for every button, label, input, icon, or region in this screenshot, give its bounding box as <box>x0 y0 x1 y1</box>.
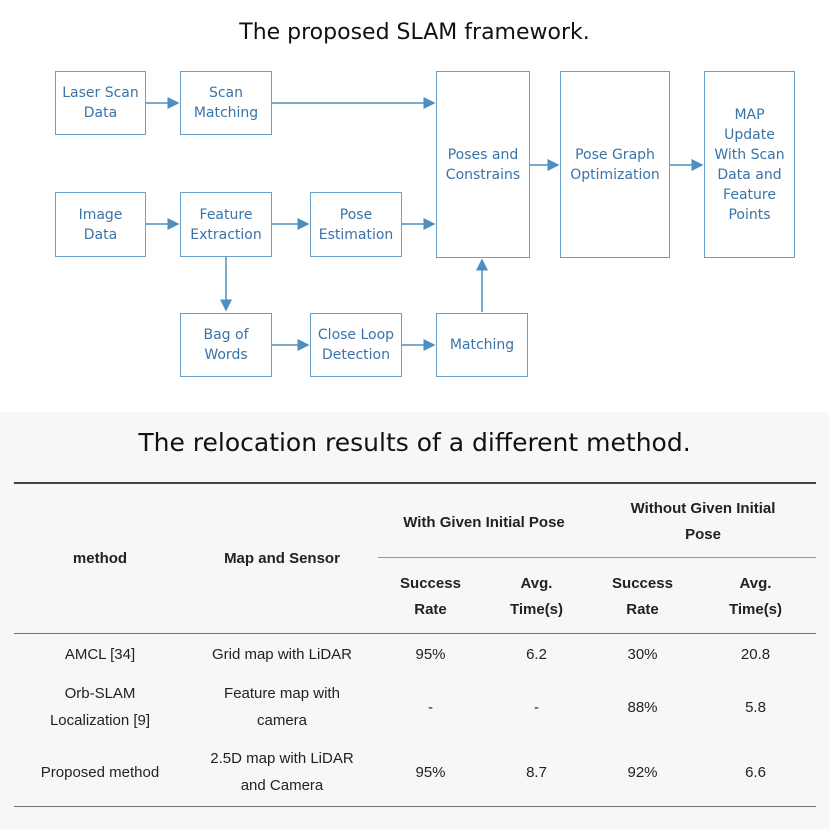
header-without-given-pose: Without Given Initial Pose <box>630 500 776 543</box>
cell-with-time: - <box>534 698 539 716</box>
node-poses-and-constrains: Poses and Constrains <box>436 71 530 258</box>
relocation-results-section: The relocation results of a different me… <box>0 412 829 829</box>
results-table: method Map and Sensor With Given Initial… <box>14 484 816 805</box>
table-subheader-rule-without <box>590 557 816 558</box>
header-with-given-pose: With Given Initial Pose <box>403 513 565 531</box>
cell-without-success: 88% <box>627 698 658 716</box>
cell-without-success: 30% <box>627 645 658 663</box>
cell-map-sensor: 2.5D map with LiDAR and Camera <box>210 750 354 794</box>
table-row: Orb-SLAM Localization [9] Feature map wi… <box>14 675 816 739</box>
cell-method: Proposed method <box>40 763 160 781</box>
header-map-sensor: Map and Sensor <box>224 550 340 567</box>
node-pose-estimation: Pose Estimation <box>310 192 402 257</box>
node-map-update: MAP Update With Scan Data and Feature Po… <box>704 71 795 258</box>
cell-map-sensor: Grid map with LiDAR <box>211 645 353 663</box>
node-close-loop-detection: Close Loop Detection <box>310 313 402 377</box>
cell-without-time: 5.8 <box>745 698 766 716</box>
cell-without-time: 20.8 <box>740 645 771 663</box>
node-bag-of-words: Bag of Words <box>180 313 272 377</box>
table-top-rule <box>14 482 816 484</box>
node-image-data: Image Data <box>55 192 146 257</box>
table-bottom-rule <box>14 806 816 807</box>
table-header-rule <box>14 633 816 634</box>
node-scan-matching: Scan Matching <box>180 71 272 135</box>
node-pose-graph-optimization: Pose Graph Optimization <box>560 71 670 258</box>
table-title: The relocation results of a different me… <box>138 428 691 457</box>
cell-map-sensor: Feature map with camera <box>224 685 340 729</box>
diagram-connectors <box>146 97 704 351</box>
header-success-rate-with: Success Rate <box>400 574 461 618</box>
node-laser-scan-data: Laser Scan Data <box>55 71 146 135</box>
node-feature-extraction: Feature Extraction <box>180 192 272 257</box>
table-row: Proposed method 2.5D map with LiDAR and … <box>14 739 816 805</box>
cell-method: AMCL [34] <box>64 645 136 663</box>
diagram-title: The proposed SLAM framework. <box>239 20 590 45</box>
cell-without-time: 6.6 <box>745 763 766 781</box>
table-row: AMCL [34] Grid map with LiDAR 95% 6.2 30… <box>14 633 816 675</box>
node-matching: Matching <box>436 313 528 377</box>
cell-method: Orb-SLAM Localization [9] <box>49 685 151 729</box>
slam-framework-diagram: The proposed SLAM framework. Laser Scan … <box>0 0 829 410</box>
cell-without-success: 92% <box>627 763 658 781</box>
cell-with-success: 95% <box>415 763 446 781</box>
header-avg-time-without: Avg. Time(s) <box>728 574 783 618</box>
header-success-rate-without: Success Rate <box>612 574 673 618</box>
header-method: method <box>72 550 128 567</box>
table-subheader-rule-with <box>378 557 590 558</box>
header-avg-time-with: Avg. Time(s) <box>509 574 564 618</box>
cell-with-success: - <box>428 698 433 716</box>
cell-with-time: 6.2 <box>526 645 547 663</box>
cell-with-success: 95% <box>415 645 446 663</box>
cell-with-time: 8.7 <box>526 763 547 781</box>
